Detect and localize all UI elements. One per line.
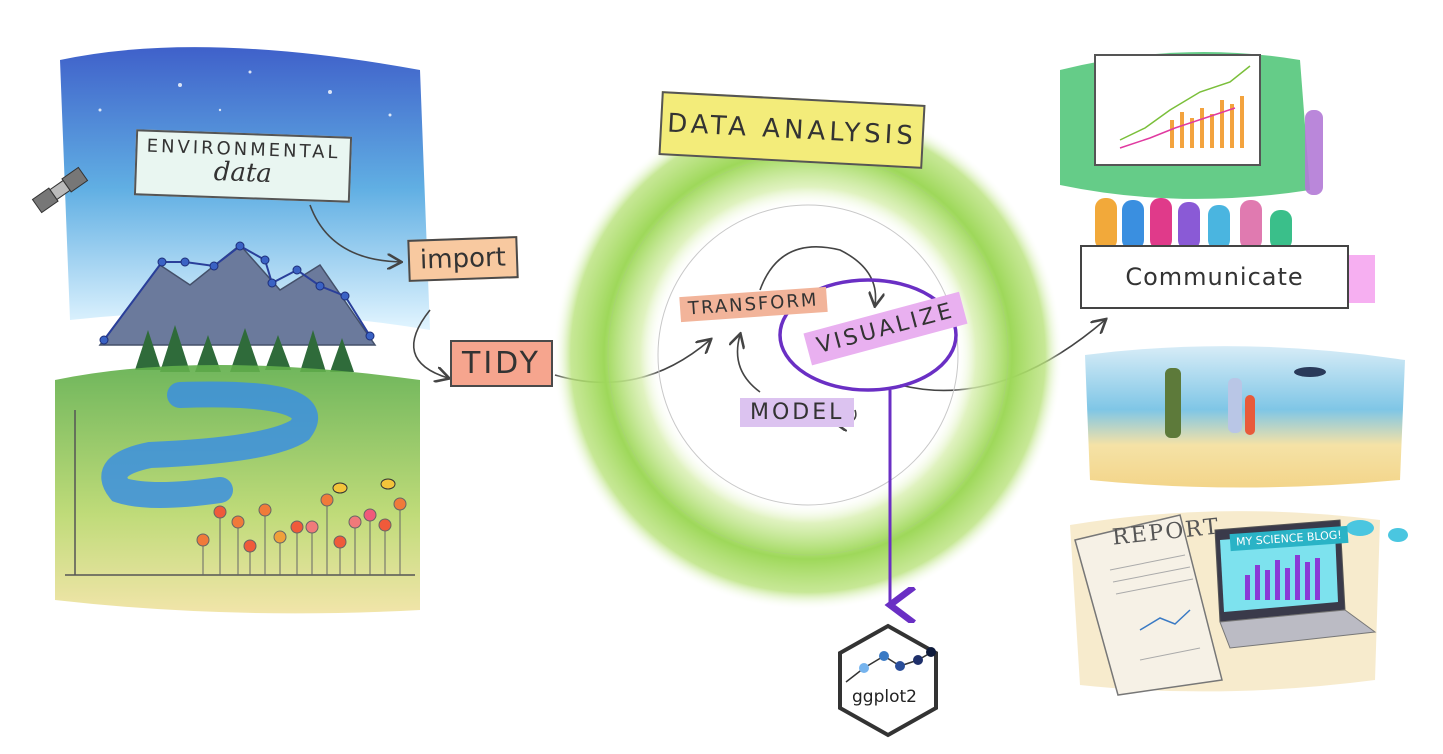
chart-axes	[65, 410, 415, 576]
environmental-data-label: ENVIRONMENTAL data	[133, 129, 353, 203]
river	[101, 381, 318, 508]
mountains	[98, 243, 377, 346]
tidy-step: TIDY	[450, 340, 553, 387]
flower-lollipops	[196, 493, 407, 575]
ggplot2-hex-logo	[838, 623, 938, 738]
report-paper	[1074, 514, 1223, 696]
audience	[1095, 198, 1292, 250]
analysis-ring	[553, 100, 1063, 610]
import-step: import	[407, 236, 519, 282]
ggplot2-label: ggplot2	[852, 687, 917, 707]
bee-icon	[332, 478, 396, 494]
communicate-label: Communicate	[1080, 245, 1349, 309]
satellite-icon	[31, 166, 89, 214]
beach-scene	[1085, 346, 1405, 488]
presentation-screen	[1094, 54, 1261, 166]
forest	[135, 325, 354, 372]
model-label: MODEL	[740, 398, 855, 427]
report-scene	[1070, 511, 1408, 696]
visualize-highlight	[778, 278, 958, 392]
